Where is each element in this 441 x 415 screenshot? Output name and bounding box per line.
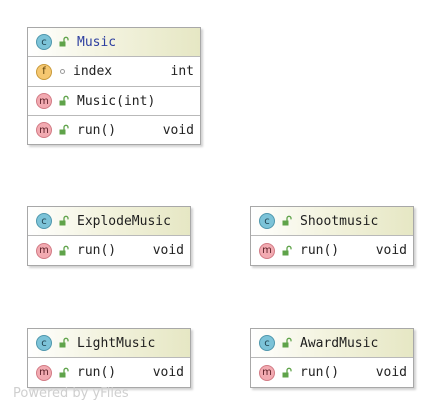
method-row-run[interactable]: m run() void	[28, 236, 190, 265]
public-lock-icon	[58, 95, 70, 107]
method-icon: m	[36, 122, 52, 138]
public-lock-icon	[58, 245, 70, 257]
public-lock-icon	[58, 215, 70, 227]
class-name: AwardMusic	[300, 335, 379, 351]
class-node-lightmusic[interactable]: c LightMusic m run() void	[27, 328, 191, 388]
method-icon: m	[36, 364, 52, 381]
class-icon: c	[36, 213, 52, 229]
class-node-music[interactable]: c Music f index int m Music(int) m run()…	[27, 27, 201, 145]
method-return-type: void	[375, 243, 407, 258]
method-icon: m	[36, 242, 52, 259]
public-lock-icon	[281, 367, 293, 379]
method-row-run[interactable]: m run() void	[251, 358, 413, 387]
constructor-row[interactable]: m Music(int)	[28, 86, 200, 115]
method-return-type: void	[152, 243, 184, 258]
method-icon: m	[259, 242, 275, 259]
class-header: c ExplodeMusic	[28, 207, 190, 236]
class-node-explodemusic[interactable]: c ExplodeMusic m run() void	[27, 206, 191, 266]
public-lock-icon	[281, 337, 293, 349]
method-name: run()	[300, 243, 340, 258]
public-lock-icon	[58, 367, 70, 379]
class-header: c Shootmusic	[251, 207, 413, 236]
method-name: run()	[300, 365, 340, 380]
method-return-type: void	[162, 122, 194, 138]
method-name: run()	[77, 122, 117, 138]
method-name: run()	[77, 243, 117, 258]
public-lock-icon	[281, 215, 293, 227]
method-return-type: void	[375, 365, 407, 380]
class-name: Shootmusic	[300, 213, 379, 229]
method-name: run()	[77, 365, 117, 380]
class-header: c AwardMusic	[251, 329, 413, 358]
class-header: c LightMusic	[28, 329, 190, 358]
constructor-name: Music(int)	[77, 93, 156, 109]
public-lock-icon	[281, 245, 293, 257]
method-row-run[interactable]: m run() void	[28, 358, 190, 387]
public-lock-icon	[58, 124, 70, 136]
method-icon: m	[259, 364, 275, 381]
method-row-run[interactable]: m run() void	[28, 115, 200, 144]
class-header: c Music	[28, 28, 200, 57]
public-lock-icon	[58, 36, 70, 48]
field-type: int	[170, 64, 194, 79]
method-return-type: void	[152, 365, 184, 380]
class-node-awardmusic[interactable]: c AwardMusic m run() void	[250, 328, 414, 388]
field-name: index	[73, 64, 113, 79]
method-icon: m	[36, 93, 52, 109]
class-name: Music	[77, 34, 117, 50]
class-node-shootmusic[interactable]: c Shootmusic m run() void	[250, 206, 414, 266]
field-row-index[interactable]: f index int	[28, 57, 200, 86]
package-visibility-icon	[60, 69, 65, 74]
field-icon: f	[36, 63, 52, 80]
method-row-run[interactable]: m run() void	[251, 236, 413, 265]
class-icon: c	[36, 335, 52, 351]
class-icon: c	[259, 213, 275, 229]
class-name: LightMusic	[77, 335, 156, 351]
class-icon: c	[36, 34, 52, 50]
class-name: ExplodeMusic	[77, 213, 171, 229]
yfiles-watermark: Powered by yFiles	[13, 386, 129, 401]
public-lock-icon	[58, 337, 70, 349]
class-icon: c	[259, 335, 275, 351]
